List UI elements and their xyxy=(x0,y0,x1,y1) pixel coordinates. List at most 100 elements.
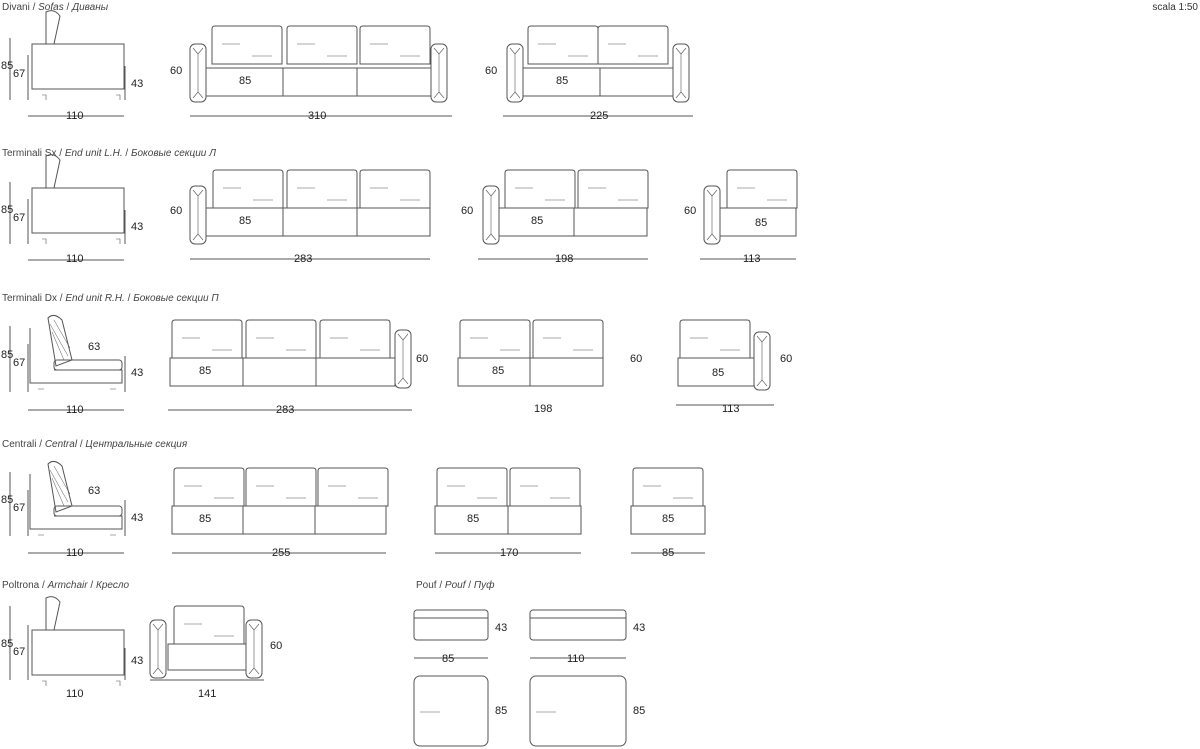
dim-pouf-depth-85: 85 xyxy=(495,705,508,717)
end-rh-113-plan xyxy=(676,319,774,406)
end-lh-side-view xyxy=(9,154,126,261)
dim-width-170: 170 xyxy=(500,547,519,559)
dim-depth-85: 85 xyxy=(662,547,675,559)
dim-pouf-height-43: 43 xyxy=(495,622,508,634)
end-lh-198-plan xyxy=(478,169,649,260)
dim-seat-depth-85: 85 xyxy=(199,513,212,525)
dim-height-60: 60 xyxy=(461,205,474,217)
title-en: End unit L.H. xyxy=(64,148,123,159)
dim-seat-depth-85: 85 xyxy=(662,513,675,525)
section-title-armchair: Poltrona / Armchair / Кресло xyxy=(2,580,129,592)
armchair-plan xyxy=(149,605,264,681)
dim-pouf-width-85: 85 xyxy=(442,653,455,665)
title-it: Pouf xyxy=(416,580,437,591)
title-en: Armchair xyxy=(47,580,88,591)
dim-height-85: 85 xyxy=(1,494,14,506)
title-en: End unit R.H. xyxy=(65,293,125,304)
dim-width-113: 113 xyxy=(722,403,740,415)
title-it: Terminali Dx xyxy=(2,293,58,304)
dim-depth-110: 110 xyxy=(66,110,84,122)
dim-seat-depth-85: 85 xyxy=(492,365,505,377)
sep: / xyxy=(122,148,131,159)
dim-height-85: 85 xyxy=(1,204,14,216)
dim-depth-110: 110 xyxy=(66,547,84,559)
section-title-central: Centrali / Central / Центральные секция xyxy=(2,439,187,451)
dim-seat-depth-85: 85 xyxy=(467,513,480,525)
dim-pouf-depth-85: 85 xyxy=(633,705,646,717)
dim-seat-67: 67 xyxy=(13,646,26,658)
pouf-110-plan xyxy=(529,675,627,747)
dim-height-85: 85 xyxy=(1,349,14,361)
title-ru: Боковые секции П xyxy=(133,293,219,304)
dim-width-198: 198 xyxy=(555,253,574,265)
dim-height-60: 60 xyxy=(416,353,429,365)
dim-seat-67: 67 xyxy=(13,357,26,369)
dim-width-283: 283 xyxy=(276,404,295,416)
end-rh-side-view xyxy=(9,314,126,411)
dim-height-85: 85 xyxy=(1,60,14,72)
title-it: Terminali Sx xyxy=(2,148,57,159)
section-title-pouf: Pouf / Pouf / Пуф xyxy=(416,580,494,592)
title-en: Sofas xyxy=(38,2,64,13)
dim-pouf-height-43: 43 xyxy=(633,622,646,634)
sep: / xyxy=(63,2,73,13)
dim-seat-depth-85: 85 xyxy=(755,217,768,229)
dim-width-141: 141 xyxy=(198,688,217,700)
dim-height-85: 85 xyxy=(1,638,14,650)
scale-label: scala 1:50 xyxy=(1152,2,1198,13)
end-lh-113-plan xyxy=(700,169,798,260)
section-title-end-rh: Terminali Dx / End unit R.H. / Боковые с… xyxy=(2,293,219,305)
title-ru: Диваны xyxy=(72,2,109,13)
dim-height-60: 60 xyxy=(630,353,643,365)
dim-height-60: 60 xyxy=(170,205,183,217)
title-ru: Пуф xyxy=(473,580,495,591)
pouf-110-side xyxy=(529,609,627,659)
sep: / xyxy=(465,580,474,591)
sep: / xyxy=(77,439,86,450)
title-it: Poltrona xyxy=(2,580,40,591)
sep: / xyxy=(29,2,39,13)
central-85-plan xyxy=(630,467,706,554)
title-it: Divani xyxy=(2,2,30,13)
dim-height-60: 60 xyxy=(485,65,498,77)
dim-seat-43: 43 xyxy=(131,512,144,524)
section-title-sofas: Divani / Sofas / Диваны xyxy=(2,2,108,14)
dim-depth-110: 110 xyxy=(66,253,84,265)
dim-width-113: 113 xyxy=(743,253,761,265)
dim-seat-67: 67 xyxy=(13,68,26,80)
title-en: Pouf xyxy=(444,580,466,591)
dim-seat-depth-85: 85 xyxy=(556,75,569,87)
end-lh-283-plan xyxy=(189,169,431,260)
dim-seat-43: 43 xyxy=(131,655,144,667)
sofa-225-plan xyxy=(503,25,693,117)
dim-seat-43: 43 xyxy=(131,221,144,233)
section-title-end-lh: Terminali Sx / End unit L.H. / Боковые с… xyxy=(2,148,216,160)
sofa-side-view xyxy=(9,10,126,117)
dim-width-255: 255 xyxy=(272,547,291,559)
pouf-85-plan xyxy=(413,675,489,747)
title-ru: Кресло xyxy=(95,580,130,591)
title-en: Central xyxy=(44,439,78,450)
title-ru: Центральные секция xyxy=(85,439,188,450)
pouf-85-side xyxy=(413,609,489,659)
sep: / xyxy=(39,580,48,591)
sofa-310-plan xyxy=(189,25,452,117)
sep: / xyxy=(57,293,66,304)
title-ru: Боковые секции Л xyxy=(130,148,216,159)
dim-depth-110: 110 xyxy=(66,688,84,700)
sep: / xyxy=(36,439,45,450)
dim-seat-43: 43 xyxy=(131,367,144,379)
dim-depth-110: 110 xyxy=(66,404,84,416)
dim-width-198: 198 xyxy=(534,403,553,415)
end-rh-283-plan xyxy=(168,319,412,411)
dim-seat-depth-85: 85 xyxy=(239,75,252,87)
dim-seat-depth-85: 85 xyxy=(712,367,725,379)
dim-height-60: 60 xyxy=(270,640,283,652)
dim-width-283: 283 xyxy=(294,253,313,265)
dim-seat-depth-85: 85 xyxy=(239,215,252,227)
sep: / xyxy=(436,580,445,591)
dim-width-225: 225 xyxy=(590,110,609,122)
sep: / xyxy=(56,148,65,159)
dim-pouf-width-110: 110 xyxy=(567,653,585,665)
central-170-plan xyxy=(434,467,582,554)
